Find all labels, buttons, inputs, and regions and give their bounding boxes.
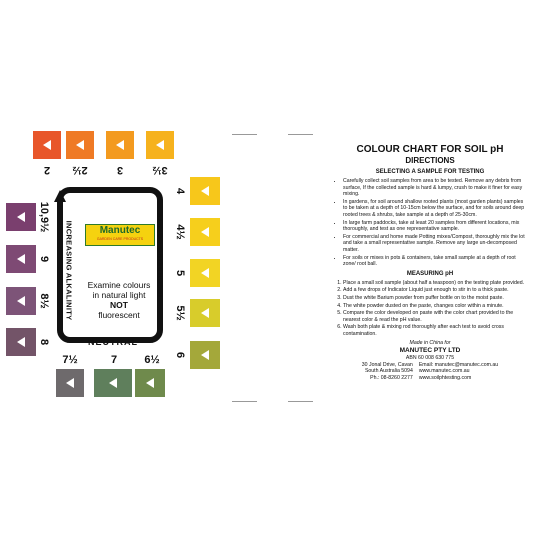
website: www.soilphtesting.com bbox=[418, 374, 472, 381]
list-item: In large farm paddocks, take at least 20… bbox=[343, 220, 525, 233]
arrow-marker bbox=[43, 140, 51, 150]
arrow-marker bbox=[109, 378, 117, 388]
swatch-ph-6 bbox=[190, 341, 220, 369]
panel-title: COLOUR CHART FOR SOIL pH bbox=[356, 144, 504, 155]
swatch-ph-5 bbox=[190, 259, 220, 287]
measuring-list: Place a small soil sample (about half a … bbox=[335, 280, 525, 338]
cut-line bbox=[288, 401, 313, 402]
list-item: Compare the color developed on paste wit… bbox=[343, 310, 525, 323]
directions-panel: COLOUR CHART FOR SOIL pH DIRECTIONS SELE… bbox=[335, 144, 525, 381]
selecting-list: Carefully collect soil samples from area… bbox=[335, 178, 525, 268]
company-block: Made in China for MANUTEC PTY LTD ABN 60… bbox=[335, 340, 525, 361]
brand-name: Manutec bbox=[99, 225, 141, 236]
arrow-marker bbox=[17, 254, 25, 264]
abn: ABN 60 008 630 775 bbox=[405, 355, 455, 362]
center-frame bbox=[54, 187, 163, 343]
swatch-ph-7-5 bbox=[56, 369, 84, 397]
address-line: 30 Jonal Drive, Cavan bbox=[361, 361, 413, 368]
ph-label-7: 7 bbox=[110, 354, 118, 366]
section-selecting: SELECTING A SAMPLE FOR TESTING bbox=[375, 169, 485, 175]
cut-line bbox=[288, 134, 313, 135]
ph-label-7-5: 7½ bbox=[62, 354, 78, 366]
ph-label-2-5: 2½ bbox=[72, 164, 88, 176]
arrow-marker bbox=[201, 268, 209, 278]
swatch-ph-2 bbox=[33, 131, 61, 159]
acidity-label: INCREASING ACIDITY bbox=[155, 212, 165, 297]
address-line: South Australia 5094 bbox=[364, 368, 413, 375]
arrow-marker bbox=[201, 186, 209, 196]
arrow-marker bbox=[76, 140, 84, 150]
ph-label-3: 3 bbox=[116, 164, 124, 176]
swatch-ph-6-5 bbox=[135, 369, 165, 397]
arrow-marker bbox=[201, 227, 209, 237]
instruction-not: NOT bbox=[110, 300, 128, 310]
list-item: Wash both plate & mixing rod thoroughly … bbox=[343, 324, 525, 337]
list-item: In gardens, for soil around shallow root… bbox=[343, 199, 525, 219]
swatch-ph-7 bbox=[94, 369, 132, 397]
arrow-marker bbox=[201, 308, 209, 318]
swatch-ph-2-5 bbox=[66, 131, 94, 159]
instruction-text: Examine colours in natural light NOT flu… bbox=[74, 280, 164, 320]
instruction-line2: in natural light bbox=[92, 290, 146, 300]
instruction-line1: Examine colours bbox=[87, 280, 151, 290]
made-in: Made in China for bbox=[409, 340, 451, 347]
cut-line bbox=[232, 134, 257, 135]
list-item: Carefully collect soil samples from area… bbox=[343, 178, 525, 198]
arrow-marker bbox=[146, 378, 154, 388]
email: Email: manutec@manutec.com.au bbox=[418, 361, 499, 368]
ph-label-3-5: 3½ bbox=[152, 164, 168, 176]
panel-subtitle: DIRECTIONS bbox=[405, 156, 455, 165]
brand-logo: Manutec GARDEN CARE PRODUCTS bbox=[85, 224, 155, 246]
company-name: MANUTEC PTY LTD bbox=[399, 347, 461, 355]
address: 30 Jonal Drive, Cavan South Australia 50… bbox=[362, 362, 413, 382]
cut-line bbox=[232, 401, 257, 402]
swatch-ph-8-5 bbox=[6, 287, 36, 315]
arrow-marker bbox=[156, 140, 164, 150]
swatch-ph-4 bbox=[190, 177, 220, 205]
list-item: For commercial and home made Potting mix… bbox=[343, 234, 525, 254]
list-item: Place a small soil sample (about half a … bbox=[343, 280, 525, 287]
arrow-marker bbox=[17, 337, 25, 347]
swatch-ph-10-9-5 bbox=[6, 203, 36, 231]
arrow-marker bbox=[17, 296, 25, 306]
arrow-marker bbox=[66, 378, 74, 388]
swatch-ph-8 bbox=[6, 328, 36, 356]
arrow-marker bbox=[116, 140, 124, 150]
phone: Ph.: 08-8260 2277 bbox=[370, 374, 413, 381]
neutral-label: NEUTRAL bbox=[88, 337, 138, 347]
swatch-ph-4-5 bbox=[190, 218, 220, 246]
arrow-marker bbox=[201, 350, 209, 360]
swatch-ph-3-5 bbox=[146, 131, 174, 159]
section-measuring: MEASURING pH bbox=[406, 270, 454, 277]
ph-label-2: 2 bbox=[43, 164, 51, 176]
swatch-ph-5-5 bbox=[190, 299, 220, 327]
contact-block: 30 Jonal Drive, Cavan South Australia 50… bbox=[335, 362, 525, 382]
brand-sub: GARDEN CARE PRODUCTS bbox=[96, 237, 144, 241]
arrow-marker bbox=[17, 212, 25, 222]
swatch-ph-9 bbox=[6, 245, 36, 273]
website: www.manutec.com.au bbox=[418, 368, 470, 375]
ph-label-6-5: 6½ bbox=[144, 354, 160, 366]
list-item: Dust the white Barium powder from puffer… bbox=[343, 295, 525, 302]
swatch-ph-3 bbox=[106, 131, 134, 159]
web: Email: manutec@manutec.com.au www.manute… bbox=[419, 362, 498, 382]
list-item: For soils or mixes in pots & containers,… bbox=[343, 255, 525, 268]
instruction-line4: fluorescent bbox=[98, 310, 140, 320]
alkalinity-label: INCREASING ALKALINITY bbox=[64, 220, 74, 321]
list-item: Add a few drops of Indicator Liquid just… bbox=[343, 287, 525, 294]
list-item: The white powder dusted on the paste, ch… bbox=[343, 303, 525, 310]
